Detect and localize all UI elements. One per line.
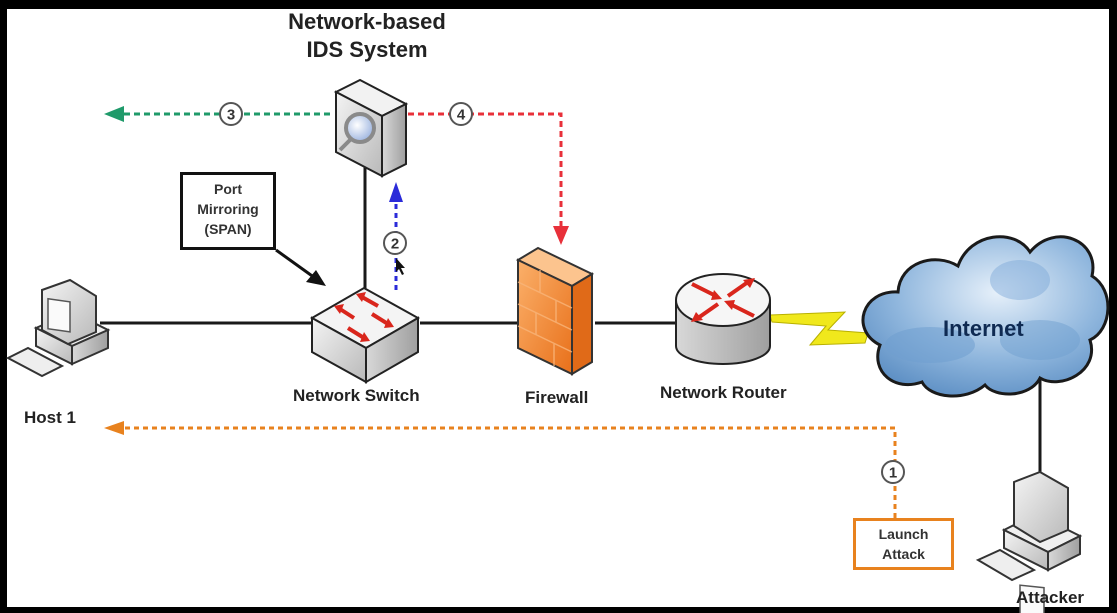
cloud-icon[interactable] <box>861 235 1110 398</box>
switch-label: Network Switch <box>293 386 420 405</box>
attacker-label: Attacker <box>1016 588 1085 607</box>
arrow-left-icon <box>104 421 124 435</box>
host-label: Host 1 <box>24 408 76 427</box>
svg-text:1: 1 <box>889 465 897 482</box>
step-badge-1: 1 <box>881 460 905 484</box>
svg-text:3: 3 <box>227 107 235 124</box>
router-icon[interactable] <box>675 273 771 365</box>
arrow-down-icon <box>553 226 569 245</box>
title-line-2: IDS System <box>306 37 428 62</box>
launch-line-2: Attack <box>882 546 925 562</box>
firewall-icon[interactable] <box>515 246 595 376</box>
launch-line-1: Launch <box>878 526 929 542</box>
step-badge-4: 4 <box>449 102 473 126</box>
network-switch-icon[interactable] <box>309 286 421 384</box>
callout-arrow <box>275 248 316 280</box>
router-label: Network Router <box>660 383 787 402</box>
svg-text:4: 4 <box>457 107 466 124</box>
wan-link-icon <box>769 311 869 346</box>
step-badge-2: 2 <box>383 231 407 255</box>
arrow-head-icon <box>306 270 326 286</box>
ids-sensor-icon[interactable] <box>333 78 409 178</box>
callout-line-2: Mirroring <box>197 201 259 217</box>
port-mirroring-callout: Port Mirroring (SPAN) <box>180 172 276 250</box>
firewall-label: Firewall <box>525 388 589 407</box>
arrow-up-icon <box>389 182 403 202</box>
attacker-computer-icon[interactable] <box>975 470 1083 613</box>
internet-label: Internet <box>943 316 1024 341</box>
callout-line-3: (SPAN) <box>204 221 252 237</box>
callout-line-1: Port <box>214 181 242 197</box>
step-1-flow <box>104 421 897 518</box>
launch-attack-callout: Launch Attack <box>853 518 954 570</box>
network-links <box>100 165 1042 475</box>
svg-text:2: 2 <box>391 236 399 253</box>
mouse-cursor-icon <box>396 258 405 275</box>
title-line-1: Network-based <box>288 9 446 34</box>
arrow-left-icon <box>104 106 124 122</box>
diagram-title: Network-based IDS System <box>262 8 472 64</box>
step-badge-3: 3 <box>219 102 243 126</box>
host-computer-icon[interactable] <box>5 278 111 378</box>
